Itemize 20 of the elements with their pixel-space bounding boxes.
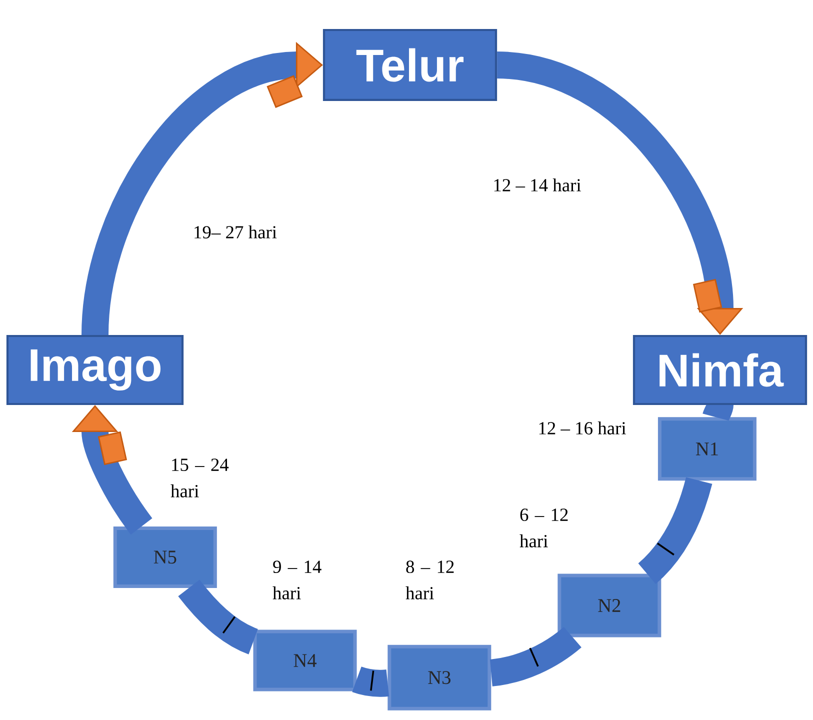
ring-segment	[352, 666, 389, 697]
nymph-stage-box: N5	[113, 526, 217, 588]
cycle-arrow	[72, 405, 152, 534]
duration-label: 6 – 12 hari	[520, 508, 568, 548]
stage-box: Nimfa	[632, 334, 808, 406]
cycle-arrow	[496, 52, 744, 335]
nymph-stage-box: N1	[658, 417, 756, 481]
duration-label: 12 – 14 hari	[494, 178, 581, 192]
duration-label: 12 – 16 hari	[539, 422, 626, 434]
cycle-arrow	[82, 42, 323, 336]
duration-label: 9 – 14 hari	[272, 560, 322, 600]
duration-label: 8 – 12 hari	[406, 560, 454, 600]
duration-label: 15 – 24 hari	[170, 458, 229, 498]
nymph-stage-box: N4	[253, 630, 357, 692]
stage-box: Telur	[322, 28, 498, 102]
stage-box: Imago	[6, 334, 184, 406]
nymph-stage-box: N2	[558, 574, 662, 638]
ring-segment	[702, 403, 734, 422]
duration-label: 19– 27 hari	[194, 226, 277, 238]
nymph-stage-box: N3	[388, 644, 492, 710]
